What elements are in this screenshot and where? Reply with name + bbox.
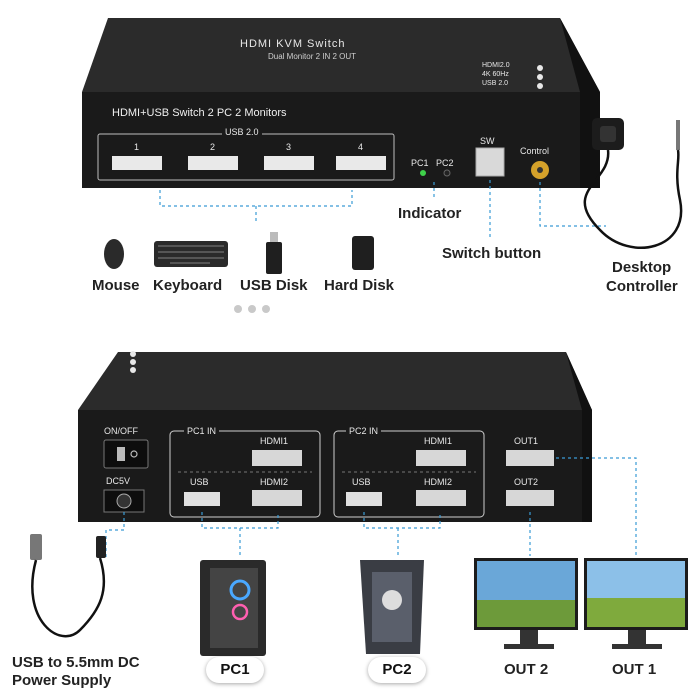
usb-port-4	[336, 156, 386, 170]
control-label: Control	[520, 146, 550, 156]
pc2-hdmi1-label: HDMI1	[424, 436, 453, 446]
pc1-pill: PC1	[206, 657, 264, 683]
spec-dot-1	[537, 65, 543, 71]
pc1-in-frame	[169, 430, 321, 518]
pc2-usb-port	[346, 492, 382, 506]
desktop-controller-callout-line1: Desktop	[612, 259, 672, 276]
usb-port-label-1: 1	[134, 142, 140, 152]
usb-port-2	[188, 156, 238, 170]
dc-jack-shape	[116, 493, 132, 509]
out2-port-label: OUT2	[514, 477, 539, 487]
switch-button-callout: Switch button	[442, 245, 542, 262]
out1-port-label: OUT1	[514, 436, 539, 446]
pc2-in-frame	[333, 430, 485, 518]
front-subtitle: Dual Monitor 2 IN 2 OUT	[268, 52, 357, 61]
power-cable-shape	[31, 557, 106, 638]
hard-disk-shape	[352, 236, 374, 270]
spec-dot-3	[537, 83, 543, 89]
out2-label: OUT 2	[504, 661, 549, 678]
pc1-hdmi2-label: HDMI2	[260, 477, 289, 487]
pc2-pill: PC2	[368, 657, 426, 683]
pc2-led	[443, 169, 451, 177]
pc1-indicator-label: PC1	[411, 158, 429, 168]
rear-device-face	[78, 410, 582, 522]
carousel-dot-1	[234, 305, 242, 313]
spec-usb: USB 2.0	[482, 80, 509, 87]
usb-port-label-3: 3	[286, 142, 292, 152]
usb-port-3	[264, 156, 314, 170]
pc1-led	[420, 170, 426, 176]
mouse-label: Mouse	[92, 277, 140, 294]
rear-device-top-face	[78, 352, 592, 410]
desktop-controller-callout-line2: Controller	[606, 278, 678, 295]
front-title: HDMI KVM Switch	[240, 38, 346, 50]
panel-label: HDMI+USB Switch 2 PC 2 Monitors	[112, 107, 287, 119]
power-switch[interactable]	[104, 440, 148, 468]
power-supply-label-line2: Power Supply	[12, 672, 112, 689]
pc1-usb-port	[184, 492, 220, 506]
spec-4k: 4K 60Hz	[482, 71, 509, 78]
pc2-in-label: PC2 IN	[346, 426, 382, 436]
keyboard-label: Keyboard	[153, 277, 223, 294]
mouse-shape	[104, 239, 124, 269]
usb-port-1	[112, 156, 162, 170]
pc1-usb-label: USB	[190, 477, 209, 487]
indicator-callout: Indicator	[398, 205, 462, 222]
pc2-hdmi2-label: HDMI2	[424, 477, 453, 487]
usb-disk-shape	[266, 242, 282, 274]
out1-label: OUT 1	[612, 661, 657, 678]
hard-disk-label: Hard Disk	[324, 277, 395, 294]
pc2-indicator-label: PC2	[436, 158, 454, 168]
usb-port-label-2: 2	[210, 142, 216, 152]
pc2-usb-label: USB	[352, 477, 371, 487]
power-supply-label-line1: USB to 5.5mm DC	[12, 654, 140, 671]
front-usb-ports	[112, 156, 386, 170]
pc1-in-label: PC1 IN	[184, 426, 220, 436]
usb-group-label: USB 2.0	[222, 127, 262, 137]
on-off-label: ON/OFF	[104, 426, 138, 436]
usb-disk-label: USB Disk	[240, 277, 308, 294]
keyboard-shape	[154, 241, 228, 267]
carousel-dot-2	[248, 305, 256, 313]
sw-label: SW	[480, 136, 495, 146]
pc1-hdmi1-label: HDMI1	[260, 436, 289, 446]
hdmi-ports	[252, 450, 554, 506]
spec-hdmi: HDMI2.0	[482, 62, 510, 69]
sw-button-shape	[475, 147, 505, 177]
front-device-top-face	[82, 18, 600, 92]
spec-dot-2	[537, 74, 543, 80]
power-switch-shape	[103, 439, 149, 469]
switch-button[interactable]	[476, 148, 504, 176]
usb-port-label-4: 4	[358, 142, 364, 152]
front-device-side	[560, 18, 600, 188]
dc5v-label: DC5V	[106, 476, 131, 486]
carousel-dot-3	[262, 305, 270, 313]
